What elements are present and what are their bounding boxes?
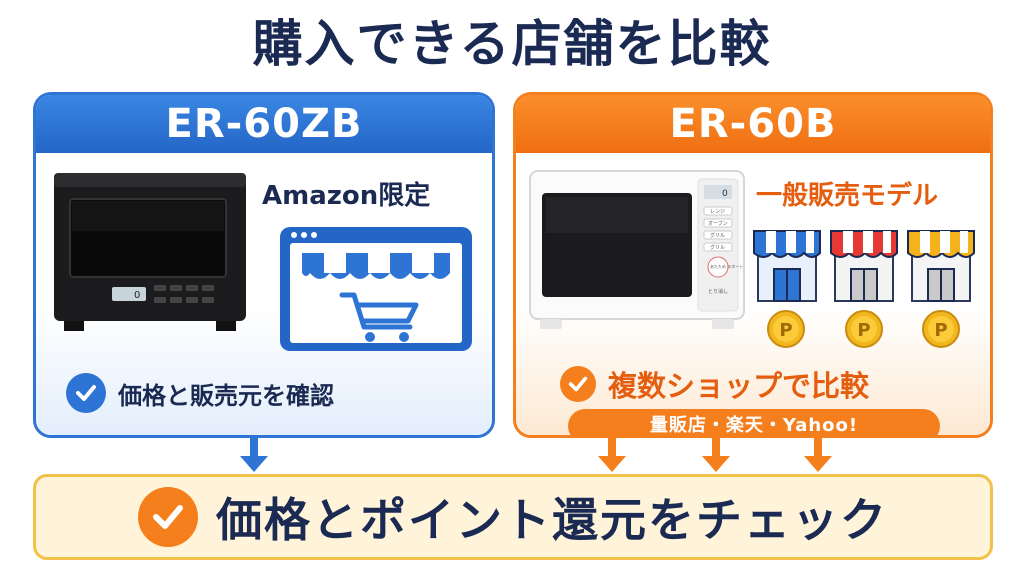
svg-text:レンジ: レンジ [710, 209, 725, 215]
check-text-right: 複数ショップで比較 [608, 369, 870, 403]
svg-text:あたため スタート: あたため スタート [710, 263, 743, 269]
amazon-limited-label: Amazon限定 [262, 181, 431, 211]
arrow-down-icon [804, 438, 832, 472]
panel-er-60zb: ER-60ZB 0 Amazon限定 [33, 92, 495, 438]
check-icon [138, 487, 198, 547]
store-yellow-icon [907, 230, 975, 302]
panel-body-left: 0 Amazon限定 [36, 153, 492, 435]
svg-text:グリル: グリル [710, 232, 725, 239]
cart-icon [339, 292, 419, 330]
page-title: 購入できる店舗を比較 [252, 15, 772, 73]
point-coin-icon: P [767, 310, 805, 348]
shop-list-pill: 量販店・楽天・Yahoo! [568, 409, 940, 435]
panel-er-60b: ER-60B 0 レンジ オーブン グリル グリル あたため スタート とり消し [513, 92, 993, 438]
arrow-down-icon [702, 438, 730, 472]
check-row-left: 価格と販売元を確認 [66, 373, 334, 413]
banner-text: 価格とポイント還元をチェック [216, 493, 888, 547]
svg-text:グリル: グリル [710, 244, 725, 251]
panel-body-right: 0 レンジ オーブン グリル グリル あたため スタート とり消し 一般販売モデ… [516, 153, 990, 435]
microwave-white-icon: 0 レンジ オーブン グリル グリル あたため スタート とり消し [529, 170, 745, 329]
store-red-icon [830, 230, 898, 302]
general-model-label: 一般販売モデル [756, 181, 939, 211]
check-row-right: 複数ショップで比較 [560, 363, 869, 405]
check-icon [66, 373, 106, 413]
arrow-down-icon [240, 438, 268, 472]
laptop-store-icon [280, 227, 472, 351]
bottom-banner: 価格とポイント還元をチェック [33, 474, 993, 560]
svg-text:オーブン: オーブン [708, 220, 728, 227]
svg-text:P: P [857, 320, 870, 341]
point-coin-icon: P [845, 310, 883, 348]
display-reading-left: 0 [134, 290, 140, 301]
check-icon [560, 366, 596, 402]
microwave-black-icon: 0 [54, 173, 246, 331]
model-name-left: ER-60ZB [36, 95, 492, 153]
svg-text:とり消し: とり消し [708, 288, 728, 295]
model-name-right: ER-60B [516, 95, 990, 153]
check-text-left: 価格と販売元を確認 [118, 381, 334, 410]
store-blue-icon [753, 230, 821, 302]
svg-text:P: P [934, 320, 947, 341]
point-coin-icon: P [922, 310, 960, 348]
arrow-down-icon [598, 438, 626, 472]
display-reading-right: 0 [722, 189, 728, 199]
svg-text:P: P [779, 320, 792, 341]
